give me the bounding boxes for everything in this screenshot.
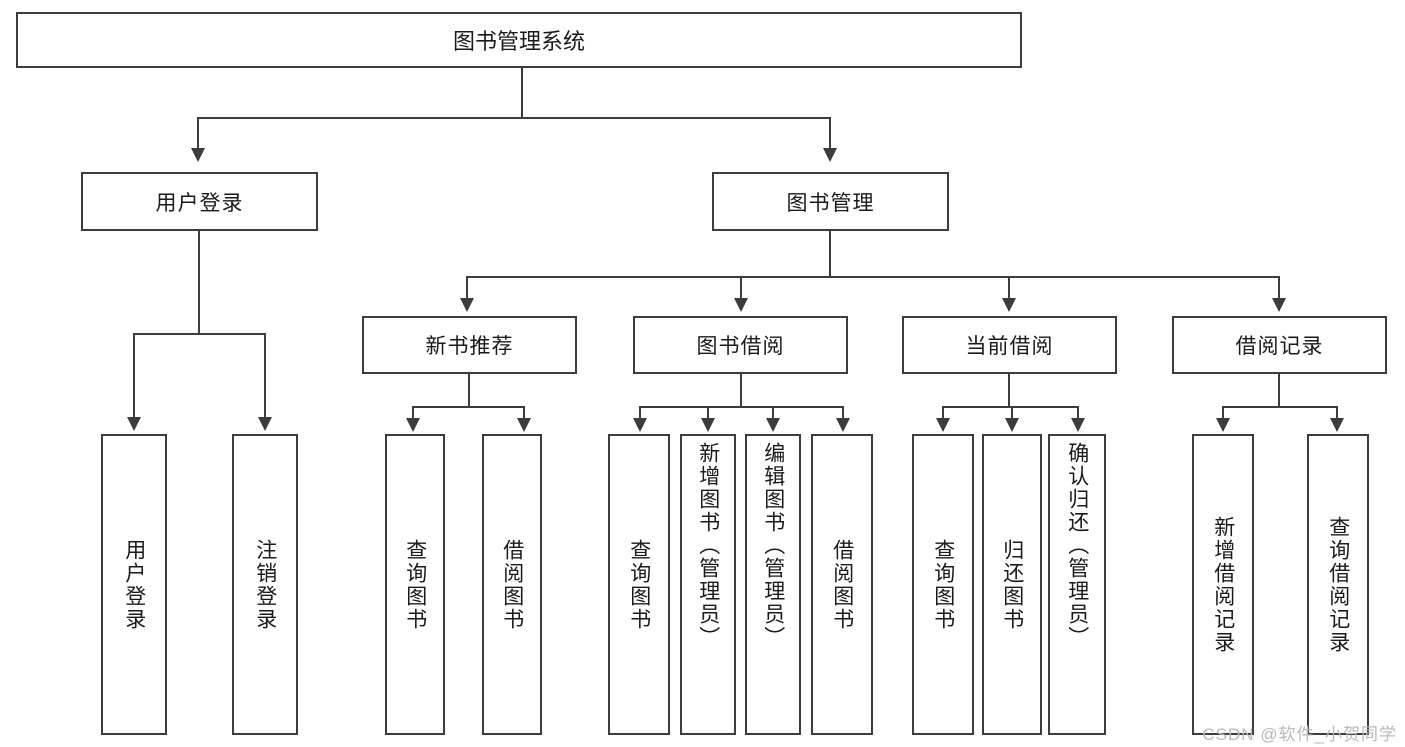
leaf-label: 查询图书	[931, 538, 955, 631]
connector-newbook-stem	[468, 374, 470, 406]
connector-bookborrow-drop-2	[707, 406, 709, 420]
connector-currentborrow-drop-2	[1011, 406, 1013, 420]
arrowhead-bookborrow-3	[766, 418, 780, 432]
leaf-label: 查询图书	[403, 538, 427, 631]
arrowhead-newbook-2	[517, 418, 531, 432]
connector-newbook-drop-1	[412, 406, 414, 420]
connector-bookmgmt-drop-3	[1008, 276, 1010, 300]
connector-bookmgmt-drop-2	[740, 276, 742, 300]
watermark-text: CSDN @软件_小贺同学	[1202, 725, 1397, 744]
leaf-add-book-admin[interactable]: 新增图书（管理员）	[680, 434, 736, 735]
connector-bookborrow-bus	[639, 406, 844, 408]
leaf-confirm-return-admin[interactable]: 确认归还（管理员）	[1048, 434, 1106, 735]
connector-borrowrecord-stem	[1278, 374, 1280, 406]
leaf-query-book-bookborrow[interactable]: 查询图书	[608, 434, 670, 735]
connector-userlogin-bus	[133, 333, 266, 335]
node-label: 图书管理系统	[452, 29, 585, 54]
connector-currentborrow-stem	[1008, 374, 1010, 406]
arrowhead-newbook-1	[406, 418, 420, 432]
connector-currentborrow-drop-3	[1077, 406, 1079, 420]
connector-bookborrow-drop-3	[772, 406, 774, 420]
leaf-label: 新增借阅记录	[1211, 515, 1235, 654]
leaf-logout-login[interactable]: 注销登录	[232, 434, 298, 735]
arrowhead-currentborrow-1	[936, 418, 950, 432]
arrowhead-currentborrow-2	[1005, 418, 1019, 432]
connector-root-drop-2	[829, 117, 831, 150]
leaf-query-book-currentborrow[interactable]: 查询图书	[912, 434, 974, 735]
arrowhead-bookmgmt-4	[1272, 298, 1286, 312]
connector-borrowrecord-drop-2	[1336, 406, 1338, 420]
connector-bookborrow-drop-4	[842, 406, 844, 420]
leaf-label: 确认归还（管理员）	[1065, 442, 1089, 649]
node-user-login[interactable]: 用户登录	[81, 172, 318, 231]
node-label: 图书借阅	[696, 335, 785, 358]
leaf-borrow-book-bookborrow[interactable]: 借阅图书	[811, 434, 873, 735]
node-label: 当前借阅	[965, 335, 1054, 358]
node-borrow-record[interactable]: 借阅记录	[1172, 316, 1387, 374]
connector-currentborrow-bus	[942, 406, 1079, 408]
node-label: 用户登录	[155, 191, 244, 215]
connector-borrowrecord-bus	[1222, 406, 1338, 408]
leaf-return-book[interactable]: 归还图书	[982, 434, 1042, 735]
node-root-system[interactable]: 图书管理系统	[16, 12, 1022, 68]
connector-newbook-bus	[412, 406, 525, 408]
connector-userlogin-drop-2	[264, 333, 266, 419]
arrowhead-userlogin-1	[127, 417, 141, 431]
leaf-label: 借阅图书	[830, 538, 854, 631]
leaf-label: 查询借阅记录	[1326, 515, 1350, 654]
arrowhead-root-1	[191, 148, 205, 162]
node-label: 新书推荐	[425, 335, 514, 358]
connector-currentborrow-drop-1	[942, 406, 944, 420]
node-label: 图书管理	[786, 191, 875, 215]
connector-bookmgmt-drop-4	[1278, 276, 1280, 300]
leaf-add-borrow-record[interactable]: 新增借阅记录	[1192, 434, 1254, 735]
arrowhead-borrowrecord-2	[1330, 418, 1344, 432]
connector-borrowrecord-drop-1	[1222, 406, 1224, 420]
connector-userlogin-drop-1	[133, 333, 135, 419]
connector-bookborrow-stem	[740, 374, 742, 406]
leaf-borrow-book-newbook[interactable]: 借阅图书	[482, 434, 542, 735]
leaf-label: 归还图书	[1000, 538, 1024, 631]
node-book-management[interactable]: 图书管理	[712, 172, 949, 231]
arrowhead-bookborrow-2	[701, 418, 715, 432]
leaf-label: 借阅图书	[500, 538, 524, 631]
leaf-query-borrow-record[interactable]: 查询借阅记录	[1307, 434, 1369, 735]
connector-bookmgmt-bus	[466, 276, 1280, 278]
connector-bookmgmt-stem	[829, 231, 831, 276]
arrowhead-userlogin-2	[258, 417, 272, 431]
arrowhead-bookmgmt-3	[1002, 298, 1016, 312]
node-label: 借阅记录	[1235, 335, 1324, 358]
arrowhead-bookborrow-1	[633, 418, 647, 432]
leaf-label: 注销登录	[253, 538, 277, 631]
leaf-user-login[interactable]: 用户登录	[101, 434, 167, 735]
node-new-book-recommend[interactable]: 新书推荐	[362, 316, 577, 374]
connector-root-stem	[521, 68, 523, 117]
node-current-borrow[interactable]: 当前借阅	[902, 316, 1117, 374]
node-book-borrow[interactable]: 图书借阅	[633, 316, 848, 374]
arrowhead-borrowrecord-1	[1216, 418, 1230, 432]
arrowhead-bookborrow-4	[836, 418, 850, 432]
arrowhead-root-2	[823, 148, 837, 162]
leaf-query-book-newbook[interactable]: 查询图书	[385, 434, 445, 735]
arrowhead-bookmgmt-1	[460, 298, 474, 312]
connector-userlogin-stem	[198, 231, 200, 333]
connector-bookborrow-drop-1	[639, 406, 641, 420]
connector-root-drop-1	[197, 117, 199, 150]
connector-bookmgmt-drop-1	[466, 276, 468, 300]
connector-newbook-drop-2	[523, 406, 525, 420]
connector-root-bus	[197, 117, 831, 119]
leaf-label: 用户登录	[122, 538, 146, 631]
arrowhead-bookmgmt-2	[734, 298, 748, 312]
leaf-label: 查询图书	[627, 538, 651, 631]
leaf-edit-book-admin[interactable]: 编辑图书（管理员）	[745, 434, 801, 735]
leaf-label: 编辑图书（管理员）	[761, 442, 785, 649]
leaf-label: 新增图书（管理员）	[696, 442, 720, 649]
arrowhead-currentborrow-3	[1071, 418, 1085, 432]
